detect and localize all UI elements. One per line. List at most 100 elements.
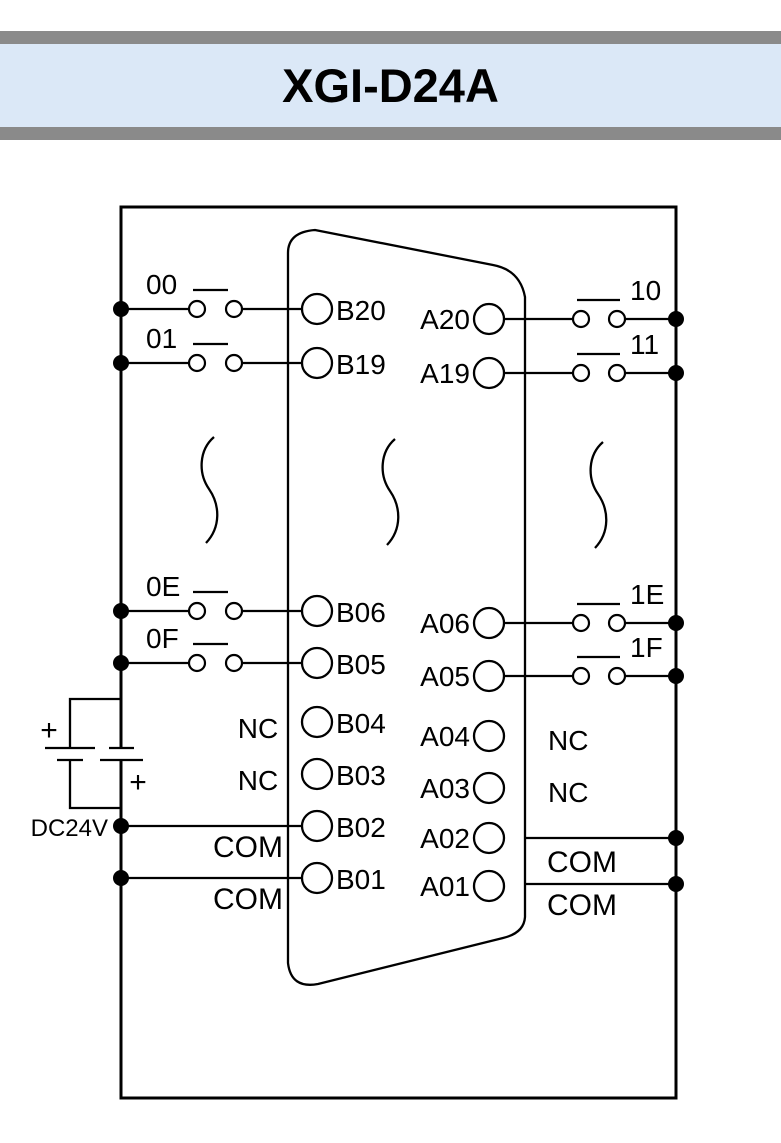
pin-label-a01: A01 <box>420 871 470 902</box>
connector-pins-b: B20 B19 B06 B05 B04 B03 B02 B01 <box>300 292 386 895</box>
pin-a03 <box>472 771 506 805</box>
contact-terminal <box>187 353 207 373</box>
contact-terminal <box>607 613 627 633</box>
switch-label-0F: 0F <box>146 623 179 654</box>
pin-label-a19: A19 <box>420 358 470 389</box>
pin-b19 <box>300 346 334 380</box>
junction-dot <box>113 301 129 317</box>
module-outline <box>119 205 678 1100</box>
pin-label-b19: B19 <box>336 349 386 380</box>
switch-label-11: 11 <box>630 329 659 360</box>
contact-terminal <box>571 666 591 686</box>
break-mark-right <box>589 441 608 549</box>
junction-dot <box>113 603 129 619</box>
com-label-b02: COM <box>213 831 283 864</box>
contact-terminal <box>607 309 627 329</box>
junction-dot <box>668 876 684 892</box>
break-marks <box>200 436 608 549</box>
pin-label-b20: B20 <box>336 295 386 326</box>
pin-b20 <box>300 292 334 326</box>
com-label-a02: COM <box>547 846 617 879</box>
pin-a04 <box>472 719 506 753</box>
junction-dot <box>668 311 684 327</box>
pin-label-b01: B01 <box>336 864 386 895</box>
pin-label-b02: B02 <box>336 812 386 843</box>
plus-sign-right: + <box>129 766 147 799</box>
header: XGI-D24A <box>0 44 781 127</box>
switch-row-0F: 0F <box>113 623 302 673</box>
contact-terminal <box>224 353 244 373</box>
junction-dot <box>113 655 129 671</box>
junction-dot <box>668 668 684 684</box>
switch-row-1E: 1E <box>504 579 684 633</box>
pin-label-a04: A04 <box>420 721 470 752</box>
com-label-b01: COM <box>213 883 283 916</box>
header-bottom-rule <box>0 127 781 140</box>
contact-terminal <box>224 653 244 673</box>
pin-label-a05: A05 <box>420 661 470 692</box>
switch-row-0E: 0E <box>113 571 302 621</box>
pin-b02 <box>300 809 334 843</box>
switch-row-00: 00 <box>113 269 302 319</box>
pin-a01 <box>472 869 506 903</box>
switch-label-1E: 1E <box>630 579 664 610</box>
contact-terminal <box>571 613 591 633</box>
break-mark-left <box>200 436 219 544</box>
plus-sign-left: + <box>40 714 58 747</box>
contact-terminal <box>187 299 207 319</box>
switch-label-10: 10 <box>630 275 661 306</box>
power-supply: + + DC24V <box>31 697 147 842</box>
pin-a19 <box>472 356 506 390</box>
contact-terminal <box>187 653 207 673</box>
nc-label-b04: NC <box>238 713 278 744</box>
junction-dot <box>668 830 684 846</box>
input-switches-left: 00 01 0E <box>113 269 302 673</box>
switch-label-01: 01 <box>146 323 177 354</box>
pin-label-b04: B04 <box>336 708 386 739</box>
pin-a20 <box>472 302 506 336</box>
pin-a06 <box>472 606 506 640</box>
pin-b03 <box>300 757 334 791</box>
contact-terminal <box>607 363 627 383</box>
com-label-a01: COM <box>547 889 617 922</box>
junction-dot <box>113 355 129 371</box>
contact-terminal <box>224 601 244 621</box>
power-label: DC24V <box>31 815 108 842</box>
junction-dot <box>668 615 684 631</box>
switch-row-10: 10 <box>504 275 684 329</box>
pin-a02 <box>472 821 506 855</box>
pin-b06 <box>300 594 334 628</box>
switch-row-11: 11 <box>504 329 684 383</box>
nc-label-a03: NC <box>548 777 588 808</box>
header-top-rule <box>0 31 781 44</box>
break-mark-middle <box>381 438 400 546</box>
pin-a05 <box>472 659 506 693</box>
pin-b04 <box>300 705 334 739</box>
switch-row-01: 01 <box>113 323 302 373</box>
switch-row-1F: 1F <box>504 632 684 686</box>
junction-dot <box>113 818 129 834</box>
connector-pins-a: A20 A19 A06 A05 A04 A03 A02 A01 <box>420 302 506 903</box>
pin-label-b06: B06 <box>336 597 386 628</box>
nc-labels: NC NC NC NC <box>238 713 589 808</box>
nc-label-b03: NC <box>238 765 278 796</box>
input-switches-right: 10 11 1E <box>504 275 684 686</box>
pin-label-b05: B05 <box>336 649 386 680</box>
pin-b01 <box>300 861 334 895</box>
contact-terminal <box>607 666 627 686</box>
pin-label-a20: A20 <box>420 304 470 335</box>
contact-terminal <box>224 299 244 319</box>
pin-b05 <box>300 646 334 680</box>
com-wiring: COM COM COM COM <box>113 818 684 922</box>
nc-label-a04: NC <box>548 725 588 756</box>
junction-dot <box>113 870 129 886</box>
junction-dot <box>668 365 684 381</box>
page-title: XGI-D24A <box>282 59 499 112</box>
switch-label-00: 00 <box>146 269 177 300</box>
contact-terminal <box>571 309 591 329</box>
pin-label-a02: A02 <box>420 823 470 854</box>
battery-bottom-bracket <box>68 760 121 810</box>
connector-outline <box>286 228 527 986</box>
